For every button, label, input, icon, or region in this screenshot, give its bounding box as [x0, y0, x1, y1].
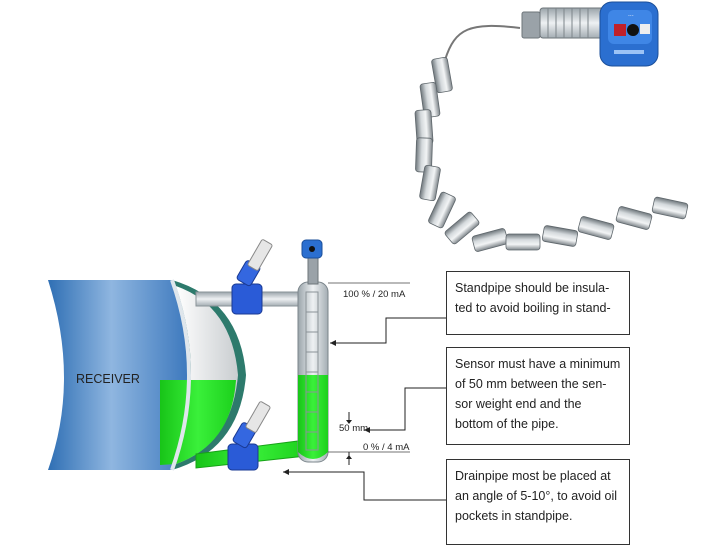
probe-segment: [444, 211, 480, 245]
valve-icon: [227, 401, 271, 471]
probe-segment: [505, 233, 541, 251]
standpipe: [297, 239, 329, 463]
probe-segment: [577, 216, 615, 240]
probe-segment: [419, 164, 441, 202]
flexible-level-sensor: ···: [414, 1, 689, 252]
probe-segment: [651, 196, 689, 220]
callout-leaders: [283, 317, 446, 501]
level-sensor-icon: [301, 239, 323, 285]
probe-segment: [419, 82, 441, 118]
callout-drainpipe-angle: Drainpipe most be placed at an angle of …: [446, 459, 630, 545]
level-0-label: 0 % / 4 mA: [363, 442, 410, 453]
probe-segment: [471, 228, 509, 252]
offset-label: 50 mm: [339, 423, 368, 434]
level-100-marker: 100 % / 20 mA: [328, 282, 410, 300]
callout-text: Standpipe should be insula-ted to avoid …: [455, 281, 611, 315]
level-0-marker: 0 % / 4 mA: [328, 442, 410, 453]
level-100-label: 100 % / 20 mA: [343, 289, 406, 300]
probe-segment: [541, 225, 579, 247]
probe-segment: [615, 206, 653, 230]
level-sensor-icon: ···: [521, 1, 659, 67]
callout-text: Drainpipe most be placed at an angle of …: [455, 469, 618, 523]
callout-standpipe-insulation: Standpipe should be insula-ted to avoid …: [446, 271, 630, 335]
callout-sensor-minimum: Sensor must have a minimum of 50 mm betw…: [446, 347, 630, 445]
receiver-tank: RECEIVER: [48, 279, 246, 471]
upper-valve: [231, 239, 273, 315]
receiver-label: RECEIVER: [76, 372, 140, 386]
callout-text: Sensor must have a minimum of 50 mm betw…: [455, 357, 621, 431]
probe-segment: [415, 137, 433, 173]
svg-text:···: ···: [628, 13, 634, 20]
probe-segment: [431, 56, 453, 94]
lower-valve: [227, 401, 271, 471]
offset-dimension: 50 mm: [339, 412, 368, 465]
probe-segment: [428, 191, 456, 229]
valve-icon: [231, 239, 273, 315]
